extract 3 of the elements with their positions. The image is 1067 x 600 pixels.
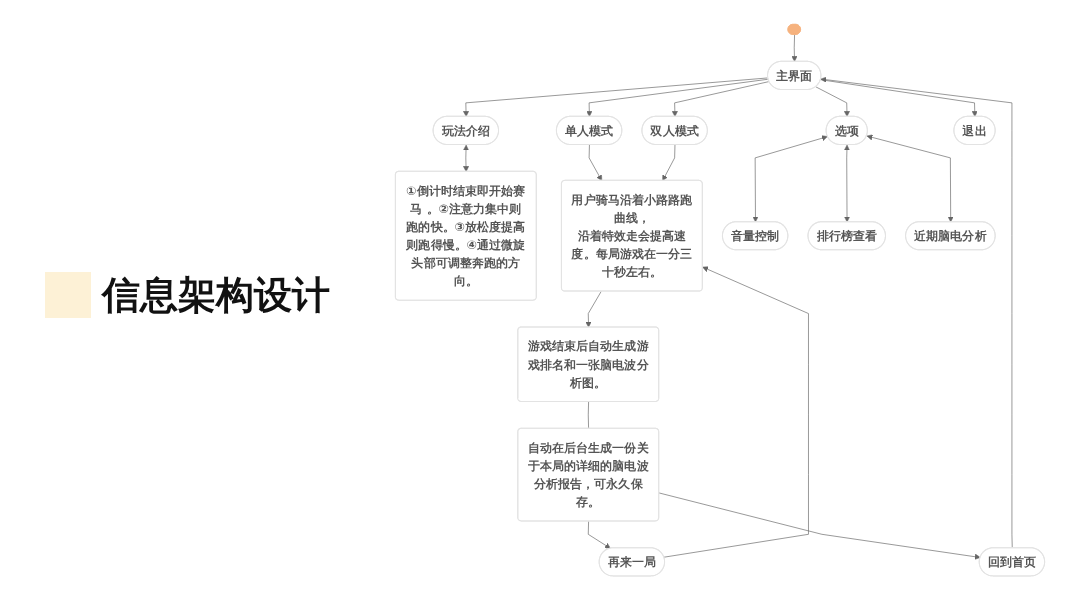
node-text: ①倒计时结束即开始赛马 。②注意力集中则跑的快。③放松度提高则跑得慢。④通过微旋头部可调整奔跑的方向。 [406,183,526,288]
slide-title: 信息架构设计 [102,272,330,319]
connector [587,401,589,429]
